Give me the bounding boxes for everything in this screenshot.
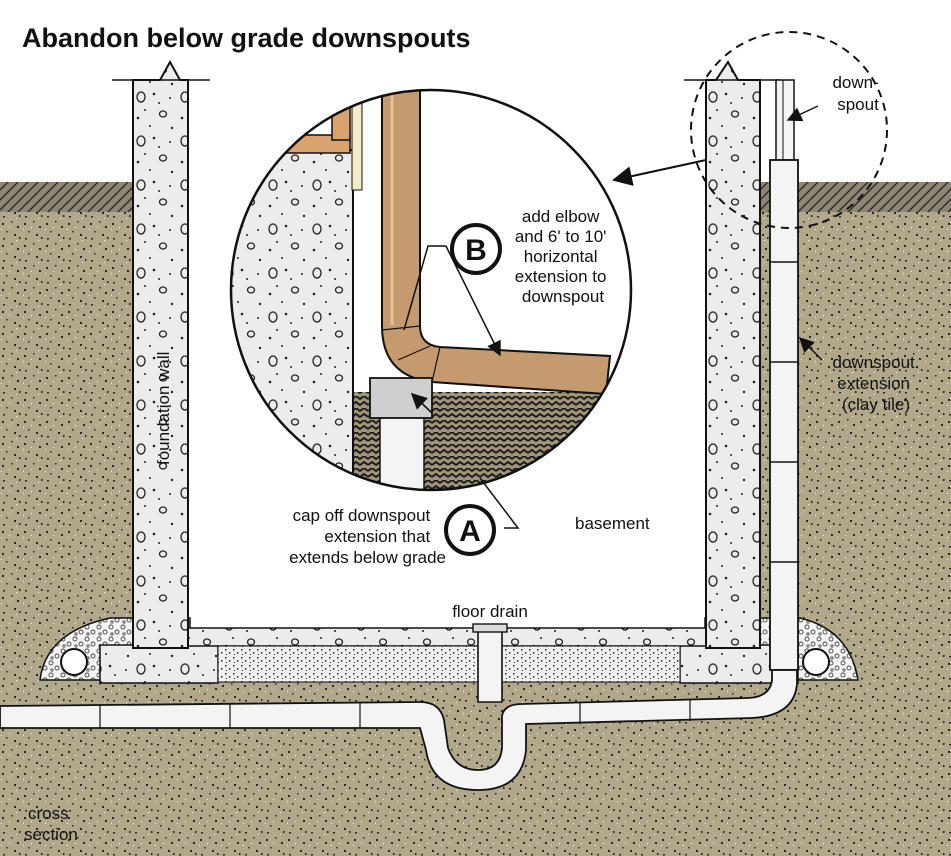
downspout-extension-clay-tile <box>769 159 799 671</box>
badge-a-circle <box>444 504 496 556</box>
left-drain-tile <box>60 648 88 676</box>
right-foundation-wall <box>705 60 761 649</box>
clay-tile-joints <box>770 261 798 563</box>
step-a-label: cap off downspout extension that extends… <box>289 506 446 567</box>
badge-a-leader <box>479 477 520 529</box>
right-drain-tile <box>802 648 830 676</box>
basement-label: basement <box>575 514 650 533</box>
basement-slab <box>185 627 707 647</box>
badge-b-letter: B <box>465 234 487 267</box>
floor-drain-label: floor drain <box>452 602 528 621</box>
downspout <box>775 79 795 161</box>
badge-b-circle <box>450 223 502 275</box>
cross-section-label: cross section <box>24 804 78 844</box>
detail-reference-circle <box>690 31 888 229</box>
badge-a-letter: A <box>459 515 481 548</box>
inset-siding <box>351 90 363 191</box>
diagram-title: Abandon below grade downspouts <box>22 23 471 53</box>
badge-b-leader <box>403 245 446 331</box>
sewer-pipe-joints <box>99 700 691 728</box>
sewer-pipe <box>0 669 798 791</box>
extension-label-arrow <box>798 336 823 361</box>
downspout-label: down- spout <box>832 73 883 114</box>
floor-drain-grate <box>472 623 508 633</box>
downspout-label-arrow <box>786 105 819 122</box>
inset-detail-border <box>229 88 633 492</box>
left-footing <box>99 644 219 684</box>
inset-end-cap <box>369 377 433 419</box>
sub-slab-gravel <box>217 645 681 683</box>
downspout-extension-label: downspout extension (clay tile) <box>833 353 920 414</box>
step-b-label: add elbow and 6' to 10' horizontal exten… <box>515 207 611 306</box>
detail-callout-arrow <box>612 159 707 186</box>
foundation-wall-label: foundation wall <box>154 352 173 465</box>
floor-drain <box>477 627 503 703</box>
cap-pointer-arrow <box>410 392 433 414</box>
inset-elbow-seam <box>381 325 441 383</box>
